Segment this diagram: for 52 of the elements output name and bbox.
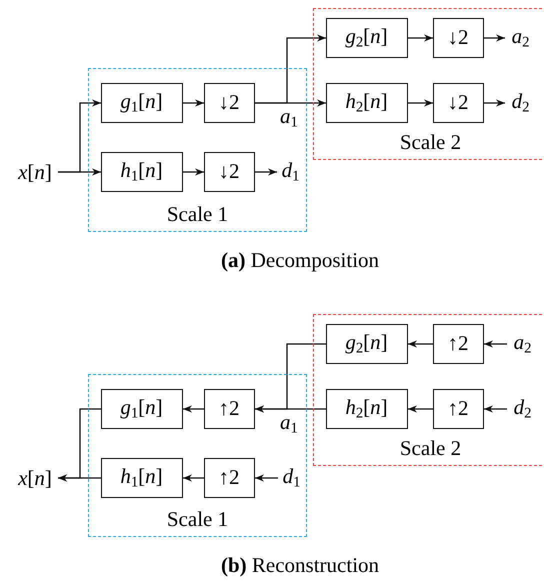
- process-box: ↑2: [204, 458, 254, 498]
- process-box: ↑2: [432, 324, 484, 364]
- arrow: [183, 168, 204, 176]
- signal-label: a$_{2}$: [506, 332, 538, 356]
- signal-label: d$_{2}$: [504, 90, 536, 114]
- signal-label: x[n]: [12, 160, 58, 184]
- caption: (a) Decomposition: [220, 248, 380, 273]
- signal-label: a$_{2}$: [504, 26, 536, 50]
- group-label: Scale 1: [166, 202, 228, 227]
- arrow: [408, 340, 433, 348]
- process-box: ↓2: [432, 82, 484, 122]
- signal-label: d$_{1}$: [276, 160, 304, 184]
- arrow: [484, 34, 505, 42]
- process-box: ↓2: [432, 18, 484, 58]
- process-box: g$_{2}$[n]: [326, 324, 408, 364]
- process-box: h$_{1}$[n]: [100, 152, 182, 192]
- process-box: ↑2: [204, 388, 254, 428]
- signal-label: d$_{2}$: [506, 396, 538, 420]
- group-label: Scale 2: [400, 130, 462, 155]
- arrow: [58, 474, 101, 482]
- process-box: ↑2: [432, 388, 484, 428]
- scale-group: [313, 8, 544, 160]
- arrow: [255, 343, 326, 413]
- process-box: g$_{2}$[n]: [326, 18, 408, 58]
- arrow: [408, 99, 433, 107]
- scale-group: [88, 68, 307, 232]
- arrow: [183, 474, 204, 482]
- arrow: [58, 168, 101, 176]
- arrow: [484, 99, 505, 107]
- arrow: [408, 34, 433, 42]
- process-box: h$_{1}$[n]: [100, 458, 182, 498]
- group-label: Scale 1: [166, 507, 228, 532]
- process-box: ↓2: [204, 82, 254, 122]
- arrow: [255, 474, 278, 482]
- arrow: [484, 405, 507, 413]
- signal-label: x[n]: [12, 466, 58, 490]
- signal-label: d$_{1}$: [278, 466, 306, 490]
- arrow: [255, 99, 326, 107]
- process-box: h$_{2}$[n]: [326, 82, 408, 122]
- scale-group: [88, 374, 307, 537]
- process-box: g$_{1}$[n]: [100, 388, 182, 428]
- arrow: [183, 405, 204, 413]
- arrow: [255, 168, 277, 176]
- arrow: [408, 405, 433, 413]
- group-label: Scale 2: [400, 436, 462, 461]
- process-box: h$_{2}$[n]: [326, 388, 408, 428]
- scale-group: [313, 314, 544, 466]
- caption: (b) Reconstruction: [220, 553, 380, 578]
- process-box: g$_{1}$[n]: [100, 82, 182, 122]
- process-box: ↓2: [204, 152, 254, 192]
- arrow: [183, 99, 204, 107]
- arrow: [484, 340, 507, 348]
